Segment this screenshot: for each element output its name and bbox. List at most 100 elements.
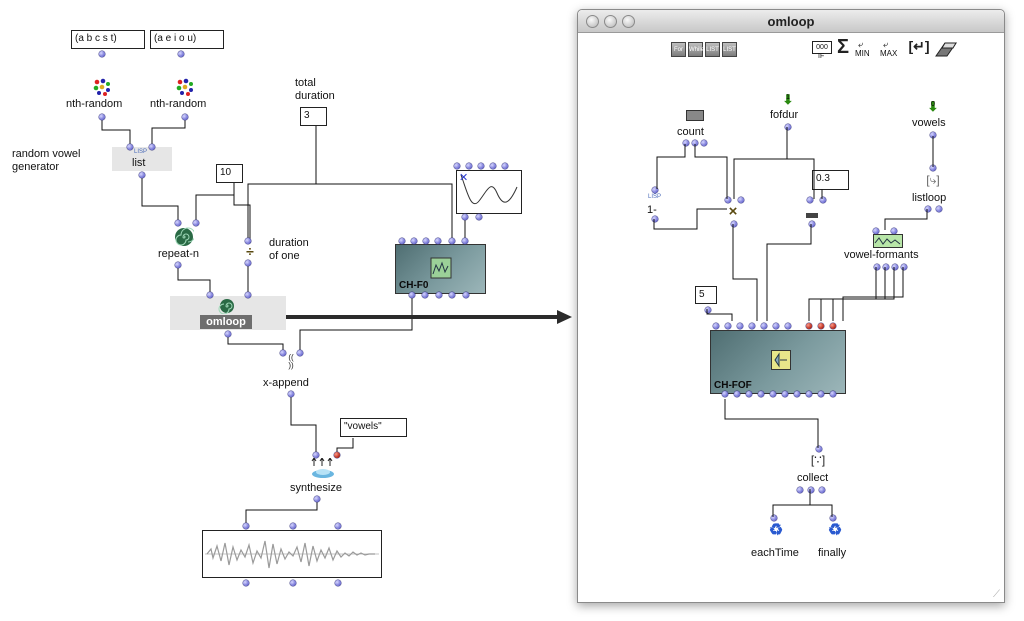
outlet[interactable]	[818, 391, 824, 397]
inlet[interactable]	[930, 165, 936, 171]
outlet[interactable]	[758, 391, 764, 397]
eraser-icon[interactable]	[933, 39, 959, 59]
inlet[interactable]	[816, 446, 822, 452]
outlet[interactable]	[182, 114, 188, 120]
inlet[interactable]	[891, 228, 897, 234]
inlet[interactable]	[245, 292, 251, 298]
ch-fof-module[interactable]: CH-FOF	[710, 330, 846, 394]
outlet[interactable]	[892, 264, 898, 270]
inlet[interactable]	[243, 523, 249, 529]
inlet[interactable]	[737, 323, 743, 329]
curve-editor[interactable]: ✕	[456, 170, 522, 214]
inlet[interactable]	[773, 323, 779, 329]
inlet[interactable]	[178, 51, 184, 57]
outlet[interactable]	[797, 487, 803, 493]
outlet[interactable]	[436, 292, 442, 298]
minimize-button[interactable]	[604, 15, 617, 28]
outlet[interactable]	[409, 292, 415, 298]
outlet[interactable]	[290, 580, 296, 586]
inlet[interactable]	[411, 238, 417, 244]
inlet[interactable]	[297, 350, 303, 356]
outlet[interactable]	[794, 391, 800, 397]
inlet[interactable]	[725, 323, 731, 329]
outlet[interactable]	[175, 262, 181, 268]
outlet[interactable]	[422, 292, 428, 298]
spiral-icon[interactable]	[174, 227, 194, 247]
inlet[interactable]	[502, 163, 508, 169]
inlet[interactable]	[435, 238, 441, 244]
vowels-string-box[interactable]: "vowels"	[340, 418, 407, 437]
outlet[interactable]	[692, 140, 698, 146]
outlet[interactable]	[809, 221, 815, 227]
outlet[interactable]	[335, 580, 341, 586]
outlet[interactable]	[930, 132, 936, 138]
outlet[interactable]	[883, 264, 889, 270]
outlet[interactable]	[243, 580, 249, 586]
outlet[interactable]	[701, 140, 707, 146]
inlet[interactable]	[454, 163, 460, 169]
outlet[interactable]	[901, 264, 907, 270]
inlet[interactable]	[334, 452, 340, 458]
inlet[interactable]	[193, 220, 199, 226]
input-arrow-icon[interactable]: ⬇	[782, 92, 794, 107]
inlet[interactable]	[423, 238, 429, 244]
inlet[interactable]	[830, 515, 836, 521]
outlet[interactable]	[936, 206, 942, 212]
outlet[interactable]	[652, 216, 658, 222]
inlet[interactable]	[466, 163, 472, 169]
inlet[interactable]	[820, 197, 826, 203]
inlet[interactable]	[335, 523, 341, 529]
outlet[interactable]	[99, 114, 105, 120]
inlet[interactable]	[207, 292, 213, 298]
inlet[interactable]	[725, 197, 731, 203]
outlet[interactable]	[874, 264, 880, 270]
input-list-1[interactable]: (a b c s t)	[71, 30, 145, 49]
outlet[interactable]	[314, 496, 320, 502]
list-loop-icon-2[interactable]: LIST	[722, 42, 737, 57]
while-loop-icon[interactable]: While	[688, 42, 704, 57]
outlet[interactable]	[770, 391, 776, 397]
sum-icon[interactable]: Σ	[836, 36, 849, 58]
inlet[interactable]	[713, 323, 719, 329]
inlet[interactable]	[399, 238, 405, 244]
inlet[interactable]	[99, 51, 105, 57]
inlet[interactable]	[738, 197, 744, 203]
count-icon[interactable]	[686, 110, 704, 121]
inlet[interactable]	[449, 238, 455, 244]
outlet[interactable]	[245, 260, 251, 266]
total-duration-value[interactable]: 3	[300, 107, 327, 126]
inlet[interactable]	[313, 452, 319, 458]
ch-f0-module[interactable]: CH-F0	[395, 244, 486, 294]
outlet[interactable]	[830, 391, 836, 397]
multiply-icon[interactable]: ×	[728, 203, 738, 220]
outlet[interactable]	[808, 487, 814, 493]
inlet[interactable]	[127, 144, 133, 150]
random-dice-icon[interactable]	[176, 78, 194, 96]
inlet[interactable]	[830, 323, 836, 329]
inlet[interactable]	[490, 163, 496, 169]
inlet[interactable]	[652, 187, 658, 193]
outlet[interactable]	[782, 391, 788, 397]
outlet[interactable]	[746, 391, 752, 397]
outlet[interactable]	[722, 391, 728, 397]
close-button[interactable]	[586, 15, 599, 28]
outlet[interactable]	[734, 391, 740, 397]
outlet[interactable]	[288, 391, 294, 397]
divide-icon[interactable]: ÷	[246, 243, 254, 259]
input-list-2[interactable]: (a e i o u)	[150, 30, 224, 49]
minus-icon[interactable]	[806, 213, 818, 218]
outlet[interactable]	[705, 307, 711, 313]
zoom-button[interactable]	[622, 15, 635, 28]
outlet[interactable]	[806, 391, 812, 397]
input-arrow-icon[interactable]: ⬇	[927, 99, 939, 114]
outlet[interactable]	[463, 292, 469, 298]
resize-grip-icon[interactable]: ⟋	[993, 589, 1000, 600]
inlet[interactable]	[771, 515, 777, 521]
formant-icon[interactable]	[873, 234, 903, 248]
random-dice-icon[interactable]	[93, 78, 111, 96]
outlet[interactable]	[449, 292, 455, 298]
value-box[interactable]: 0.3	[812, 170, 849, 190]
value-box[interactable]: 5	[695, 286, 717, 304]
inlet[interactable]	[761, 323, 767, 329]
sound-box[interactable]	[202, 530, 382, 578]
